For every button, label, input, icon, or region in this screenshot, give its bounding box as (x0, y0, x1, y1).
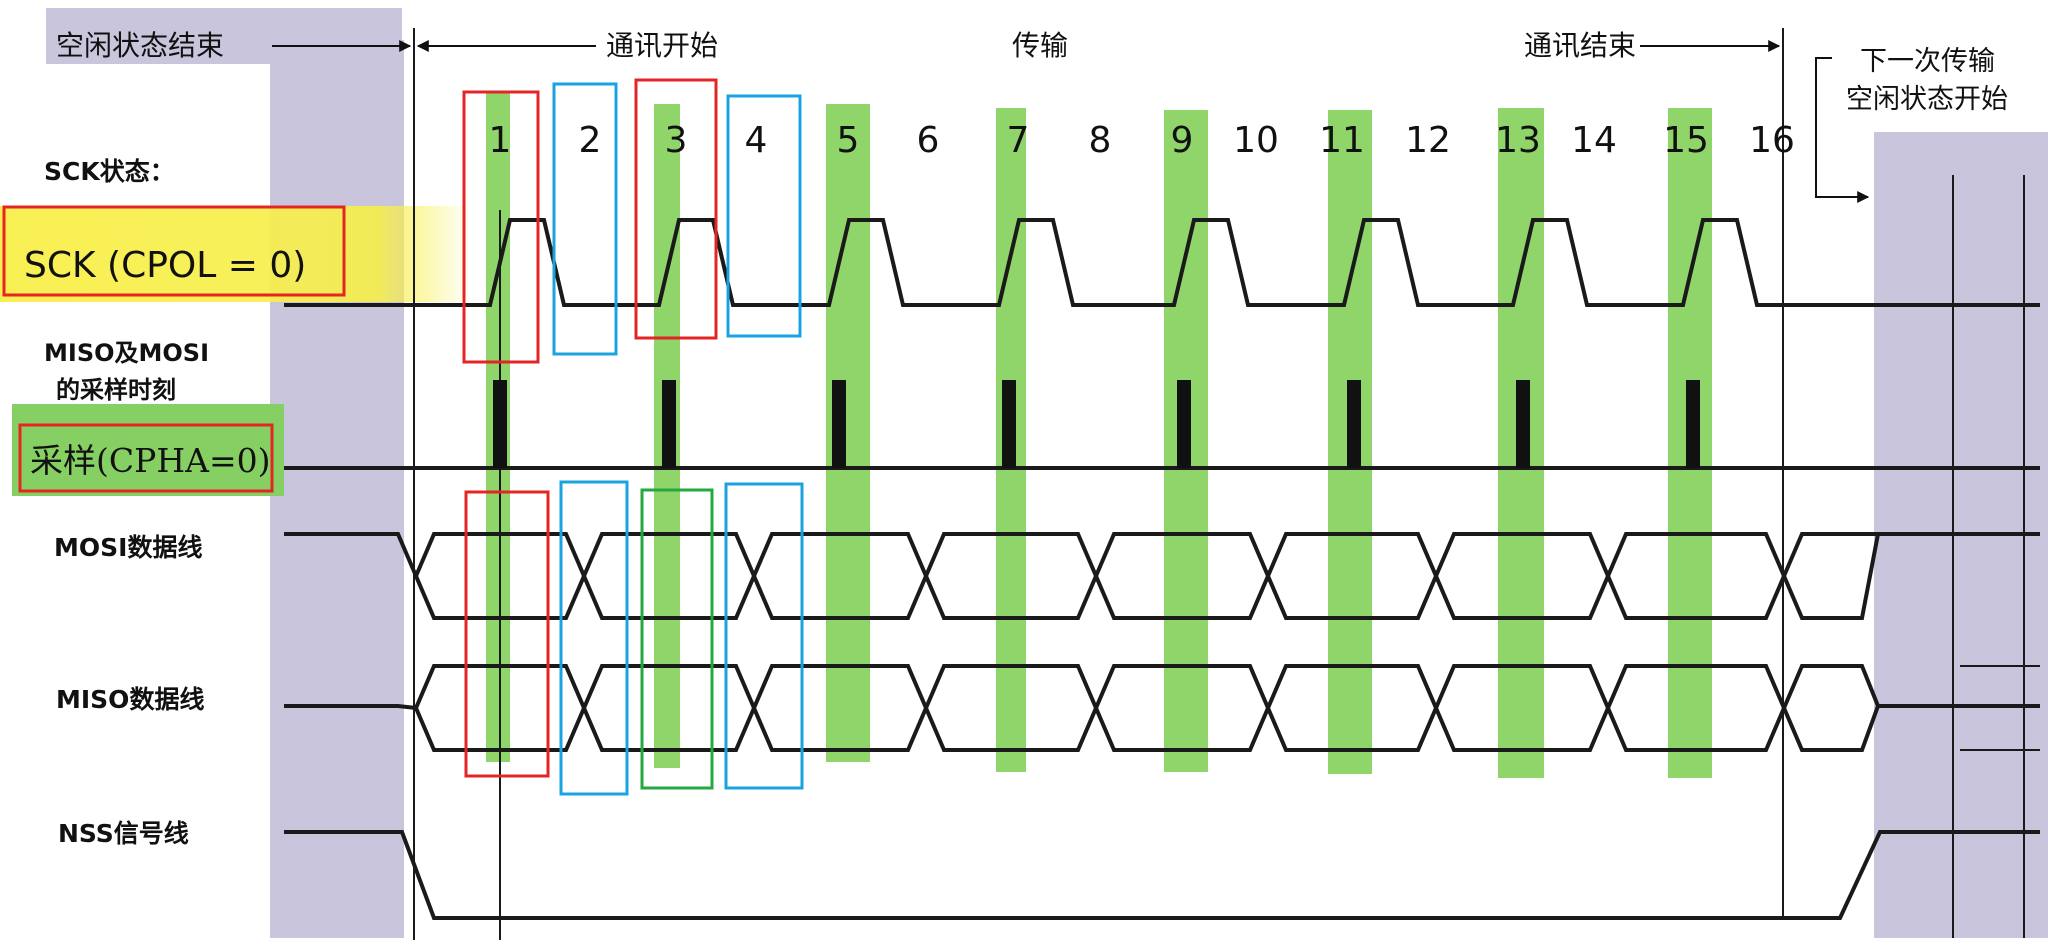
data-bit2-box (640, 488, 714, 790)
miso-tail-high (1782, 664, 1880, 709)
miso-idle-start (284, 704, 417, 710)
boundary-lines (413, 28, 2025, 940)
edge-number-12: 12 (1405, 120, 1451, 161)
sample-pulses (493, 380, 1700, 468)
nss-label: NSS信号线 (58, 819, 189, 848)
edge-number-11: 11 (1319, 120, 1365, 161)
idle-end-label: 空闲状态结束 (56, 29, 224, 62)
data-edge4-box (724, 482, 804, 790)
edge-number-4: 4 (745, 120, 768, 161)
waveforms (284, 218, 2040, 920)
sample-label-highlight (12, 404, 284, 496)
next-idle-label-line2: 空闲状态开始 (1846, 84, 2008, 115)
sck-edge3-box (634, 78, 718, 340)
sample-title-line1: MISO及MOSI (44, 339, 209, 367)
sck-label-highlight (0, 206, 472, 302)
edge-number-1: 1 (489, 120, 512, 161)
edge-number-10: 10 (1233, 120, 1279, 161)
mosi-label: MOSI数据线 (54, 533, 202, 562)
sample-pulse-11 (1347, 380, 1361, 468)
mosi-waveform (284, 532, 2040, 620)
sck-waveform (284, 218, 2040, 307)
sample-label-box (18, 423, 274, 493)
transfer-label: 传输 (1012, 29, 1068, 62)
mosi-tail-low (1782, 532, 2040, 620)
edge-number-9: 9 (1171, 120, 1194, 161)
sck-label-box (2, 205, 346, 297)
miso-label: MISO数据线 (56, 685, 204, 714)
next-idle-arrow (1815, 57, 1870, 203)
idle-band-left (270, 40, 404, 938)
sample-pulse-5 (832, 380, 846, 468)
edge-number-3: 3 (665, 120, 688, 161)
miso-waveform (284, 664, 2040, 752)
sck-edge2-box (552, 82, 618, 356)
phase-arrows (272, 40, 1870, 203)
edge-number-14: 14 (1571, 120, 1617, 161)
edge-number-16: 16 (1749, 120, 1795, 161)
edge-number-6: 6 (917, 120, 940, 161)
sck-state-label: SCK状态： (44, 157, 175, 186)
comm-end-label: 通讯结束 (1524, 29, 1636, 62)
comm-start-label: 通讯开始 (606, 29, 718, 62)
edge-number-2: 2 (579, 120, 602, 161)
sample-title-line2: 的采样时刻 (56, 376, 176, 404)
edge-number-8: 8 (1089, 120, 1112, 161)
miso-tail-low (1782, 704, 2040, 752)
sample-pulse-13 (1516, 380, 1530, 468)
annotation-boxes (2, 78, 804, 796)
sample-pulse-1 (493, 380, 507, 468)
edge-number-5: 5 (837, 120, 860, 161)
edge-number-13: 13 (1495, 120, 1541, 161)
sample-pulse-3 (662, 380, 676, 468)
sample-mode-label: 采样(CPHA=0) (30, 441, 270, 480)
edge-number-7: 7 (1007, 120, 1030, 161)
edge-number-15: 15 (1663, 120, 1709, 161)
data-bit1-box (464, 490, 550, 778)
sample-pulse-9 (1177, 380, 1191, 468)
sck-edge4-box (726, 94, 802, 338)
sample-pulse-15 (1686, 380, 1700, 468)
sck-mode-label: SCK (CPOL = 0) (24, 245, 306, 286)
sample-pulse-7 (1002, 380, 1016, 468)
mosi-tail-high (1782, 532, 1878, 577)
next-idle-label-line1: 下一次传输 (1860, 46, 1995, 77)
nss-waveform (284, 830, 2040, 920)
mosi-idle-start (284, 532, 418, 577)
sck-edge1-box (462, 90, 540, 364)
data-edge2-box (559, 480, 629, 796)
